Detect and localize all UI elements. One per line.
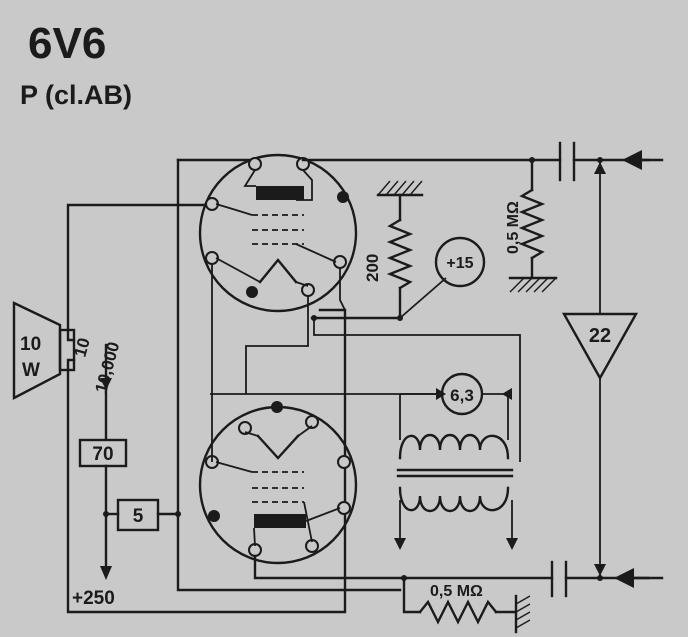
filament-voltage-label: 6,3: [450, 386, 474, 405]
cathode-resistor: [376, 180, 447, 321]
operating-mode-label: P (cl.AB): [20, 80, 132, 110]
cathode-resistor-label: 200: [363, 254, 382, 282]
inter-tube-wiring: [210, 264, 521, 462]
speaker-power-unit: W: [22, 360, 40, 381]
output-transformer-leads: [66, 203, 347, 614]
upper-tube-icon: [198, 153, 358, 313]
tube-type-label: 6V6: [28, 19, 106, 68]
input-amplitude-indicator: 22: [561, 160, 639, 578]
cathode-voltage-badge: +15: [434, 236, 486, 288]
input-amplitude-label: 22: [589, 325, 611, 347]
supply-arrow-icon: [100, 566, 112, 580]
filament-transformer: 6,3: [394, 372, 518, 550]
speaker-impedance-a: 10: [71, 336, 94, 359]
input-arrow-bottom-icon: [614, 568, 634, 588]
plate-current-box: 70: [78, 438, 128, 468]
screen-current-box: 5: [103, 498, 181, 532]
grid-resistor-bottom-label: 0,5 MΩ: [430, 583, 483, 600]
speaker-power-label: 10: [20, 334, 41, 355]
lower-tube-icon: [198, 401, 358, 565]
loudspeaker-icon: 10 W: [12, 301, 76, 400]
grid-resistor-top-label: 0,5 MΩ: [505, 201, 522, 254]
plate-current-label: 70: [92, 444, 113, 465]
input-arrow-top-icon: [622, 150, 642, 170]
supply-voltage-label: +250: [72, 588, 115, 609]
screen-current-label: 5: [133, 506, 144, 527]
screen-bus-wire: [176, 158, 402, 592]
cathode-voltage-label: +15: [446, 255, 473, 272]
bottom-grid-input: [253, 554, 650, 634]
grid-resistor-top: [508, 158, 558, 293]
